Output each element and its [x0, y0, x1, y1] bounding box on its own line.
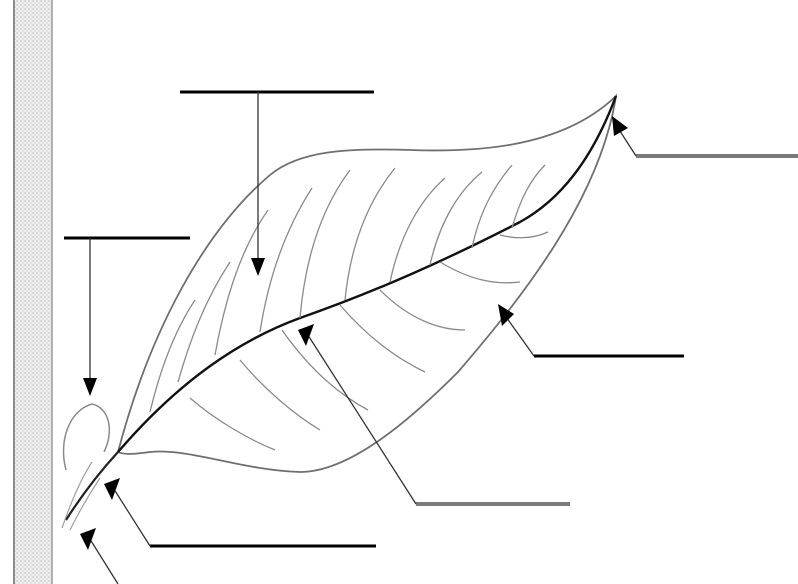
leaf-blade-outline [118, 96, 616, 472]
arrowhead-midrib [298, 324, 314, 346]
veins [150, 165, 548, 450]
arrowhead-blade [251, 258, 265, 276]
pointer-lines [88, 92, 636, 584]
arrowhead-node [80, 528, 96, 550]
arrowhead-petiole [104, 478, 120, 500]
arrowheads [80, 116, 628, 550]
arrowhead-tip [612, 116, 628, 136]
arrowhead-bud [83, 378, 97, 396]
axillary-bud [64, 404, 110, 470]
stem [14, 0, 52, 584]
label-lines [64, 92, 798, 546]
